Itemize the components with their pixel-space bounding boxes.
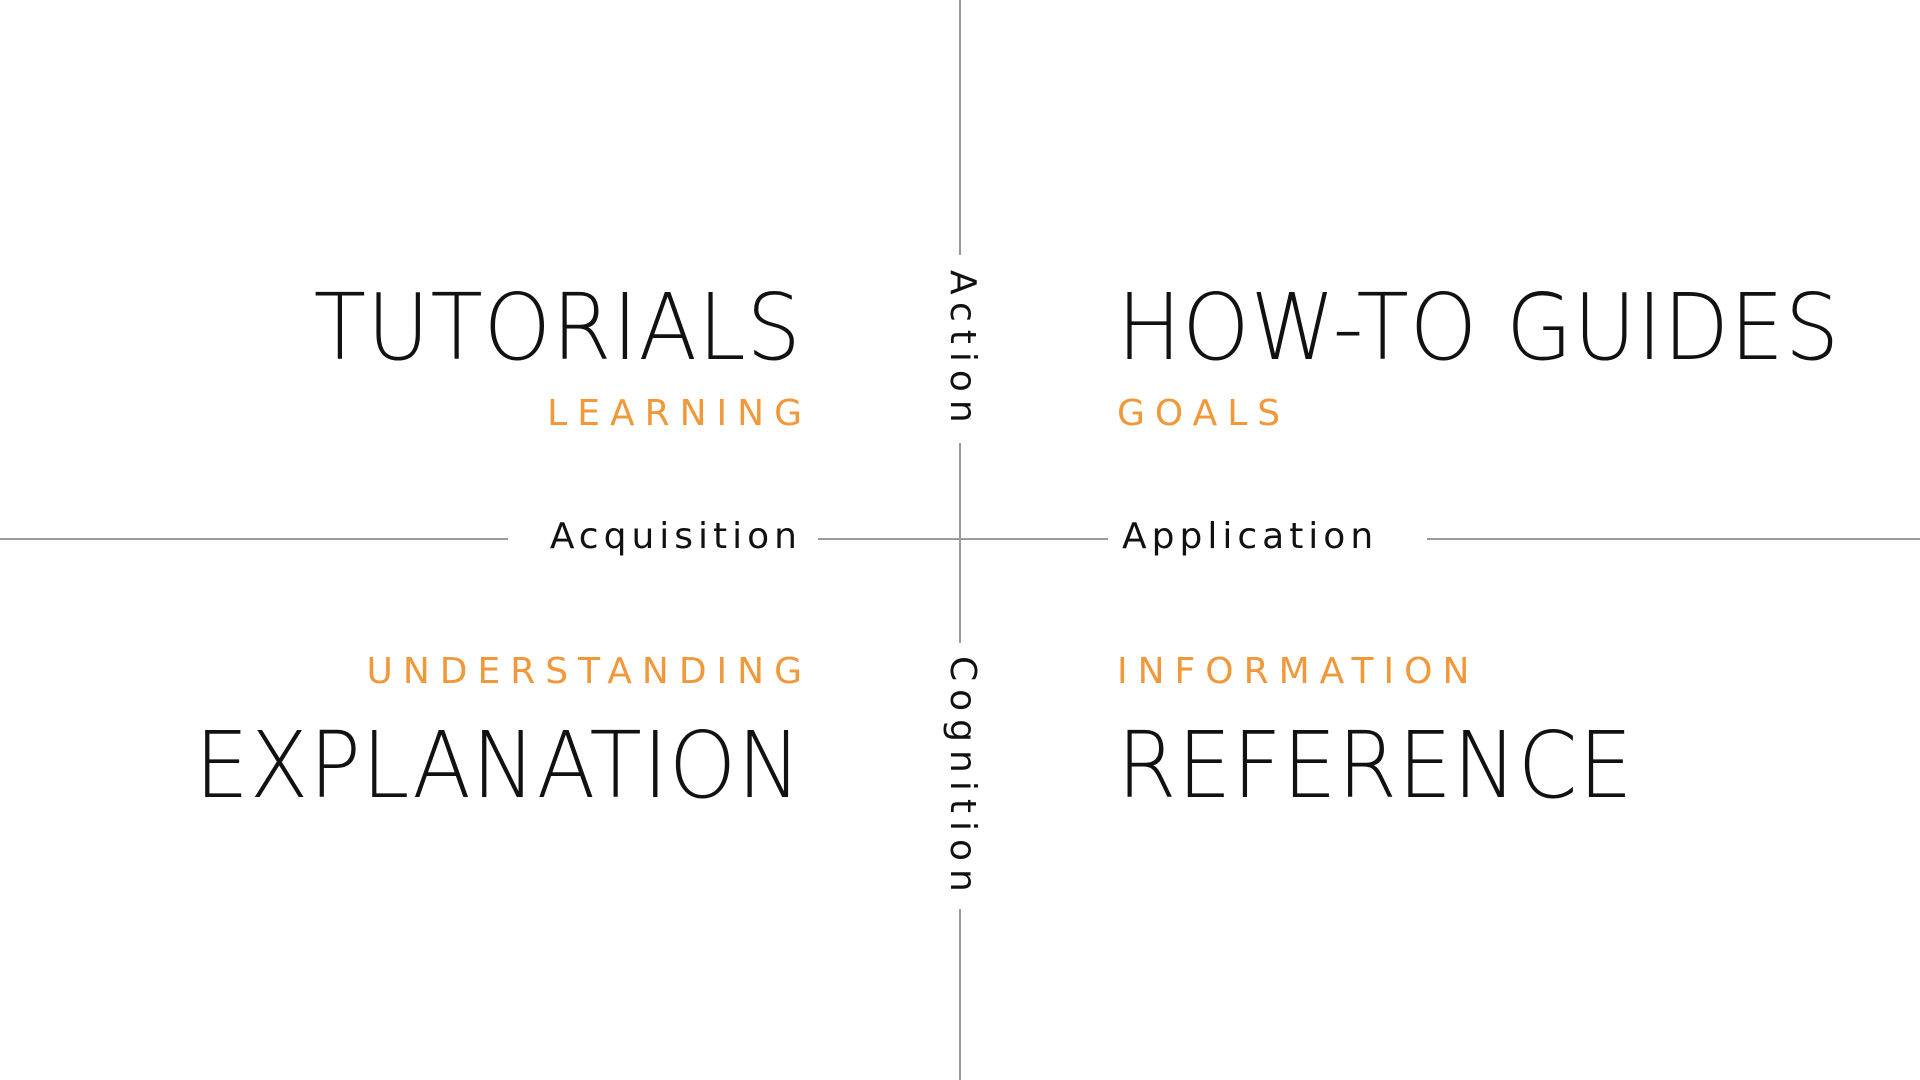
horizontal-axis-line-middle [818,538,1108,540]
vertical-axis-line-top [959,0,961,255]
horizontal-axis-line-left [0,538,508,540]
quadrant-title-reference: REFERENCE [1117,712,1634,819]
quadrant-subtitle-goals: GOALS [1117,393,1291,434]
quadrant-title-tutorials: TUTORIALS [313,274,802,381]
axis-label-acquisition: Acquisition [549,516,802,557]
quadrant-subtitle-understanding: UNDERSTANDING [366,651,812,692]
quadrant-subtitle-information: INFORMATION [1117,651,1480,692]
quadrant-title-explanation: EXPLANATION [194,712,802,819]
axis-label-application: Application [1122,516,1379,557]
axis-label-action: Action [942,270,983,431]
vertical-axis-line-middle [959,443,961,643]
quadrant-subtitle-learning: LEARNING [547,393,812,434]
quadrant-title-how-to-guides: HOW-TO GUIDES [1117,274,1841,381]
horizontal-axis-line-right [1427,538,1920,540]
vertical-axis-line-bottom [959,909,961,1080]
axis-label-cognition: Cognition [942,656,983,900]
